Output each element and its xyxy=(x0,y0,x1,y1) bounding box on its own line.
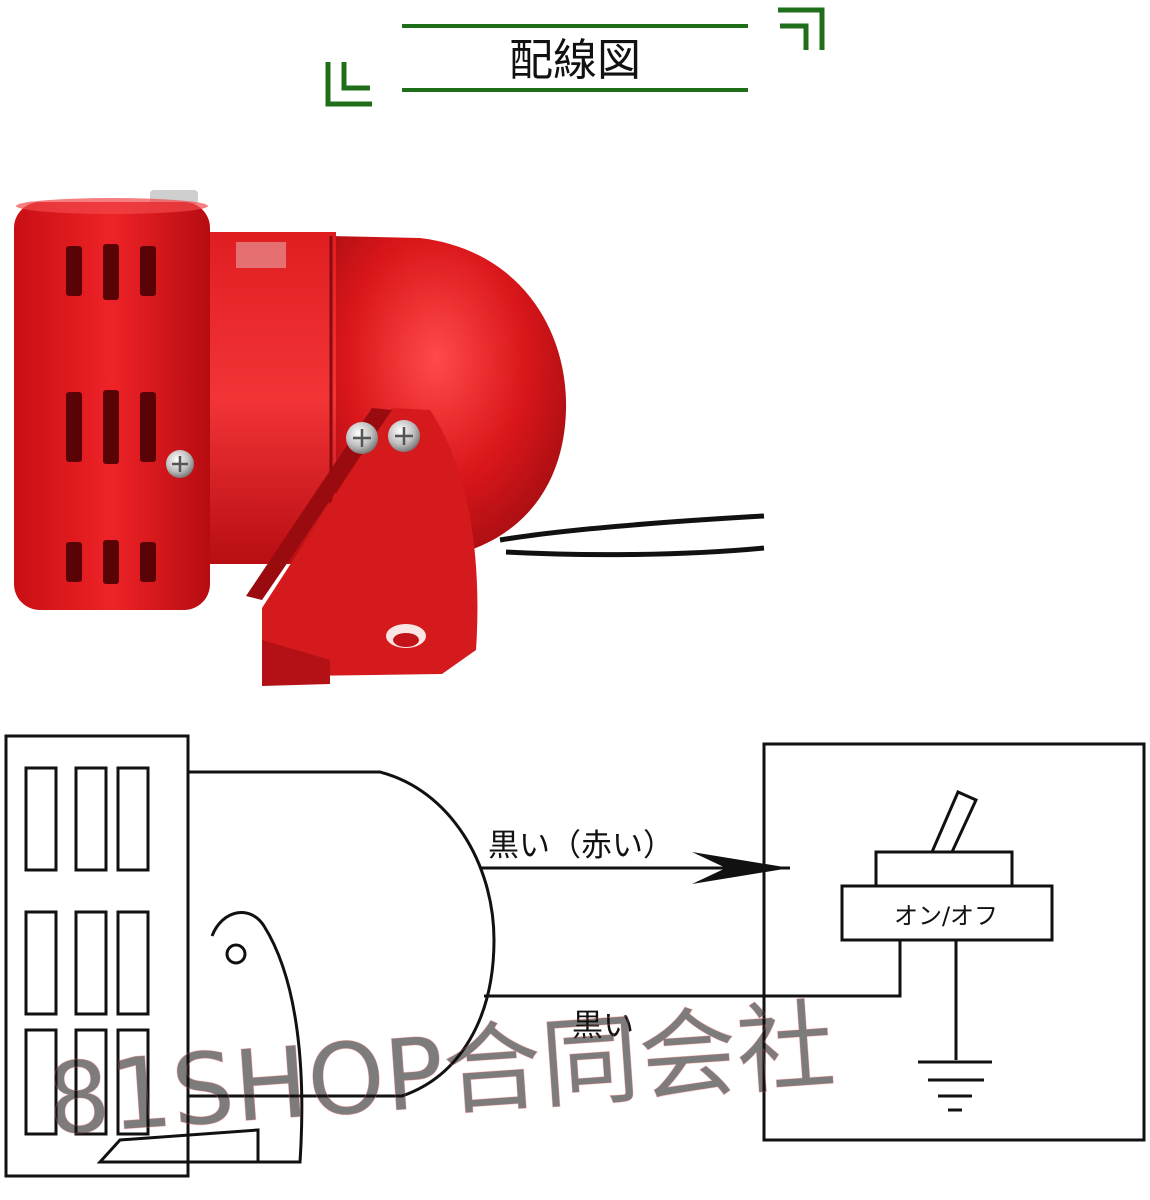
wire-top-label: 黒い（赤い） xyxy=(488,828,674,864)
siren-bracket-screw-right-slot xyxy=(395,427,413,445)
watermark-text: 81SHOP合同会社 xyxy=(44,989,839,1158)
corner-bracket-top-right xyxy=(778,7,825,50)
switch-label: オン/オフ xyxy=(894,902,998,930)
siren-mount-hole-inner xyxy=(393,633,419,647)
diagram-wire-arrowhead xyxy=(692,852,790,884)
diagram-vent-slots xyxy=(24,766,150,1136)
siren-mount-foot xyxy=(262,640,330,686)
diagram-switch-cap xyxy=(874,850,1014,888)
diagram-switch-body xyxy=(840,884,1054,942)
siren-label-sticker xyxy=(236,242,286,268)
corner-bracket-bottom-left-inner xyxy=(341,62,370,91)
siren-mount-bracket-shade xyxy=(246,408,392,600)
siren-vent-slots xyxy=(66,244,156,584)
corner-bracket-bottom-left xyxy=(325,62,372,107)
diagram-mount-bracket xyxy=(96,911,304,1164)
diagram-wire-bottom xyxy=(484,940,902,998)
siren-drum-rim xyxy=(16,198,208,214)
diagram-siren-drum xyxy=(4,734,190,1178)
diagram-switch-box xyxy=(762,742,1146,1142)
siren-product-photo xyxy=(14,190,765,686)
siren-wire-upper xyxy=(499,513,765,543)
wire-bottom-label: 黒い xyxy=(572,1008,634,1044)
line-diagram xyxy=(4,734,1146,1178)
siren-bracket-screw-left-slot xyxy=(353,429,371,447)
siren-mount-bracket xyxy=(262,408,478,682)
page-title: 配線図 xyxy=(509,35,641,86)
diagram-mount-hole xyxy=(225,943,247,965)
header-banner: 配線図 xyxy=(325,7,825,107)
siren-wire-lower xyxy=(505,545,765,558)
corner-bracket-top-right-inner xyxy=(780,23,809,50)
diagram-switch-lever xyxy=(930,790,978,853)
diagram-siren-dome xyxy=(188,770,496,1098)
siren-drum-screw-slot xyxy=(172,456,188,472)
